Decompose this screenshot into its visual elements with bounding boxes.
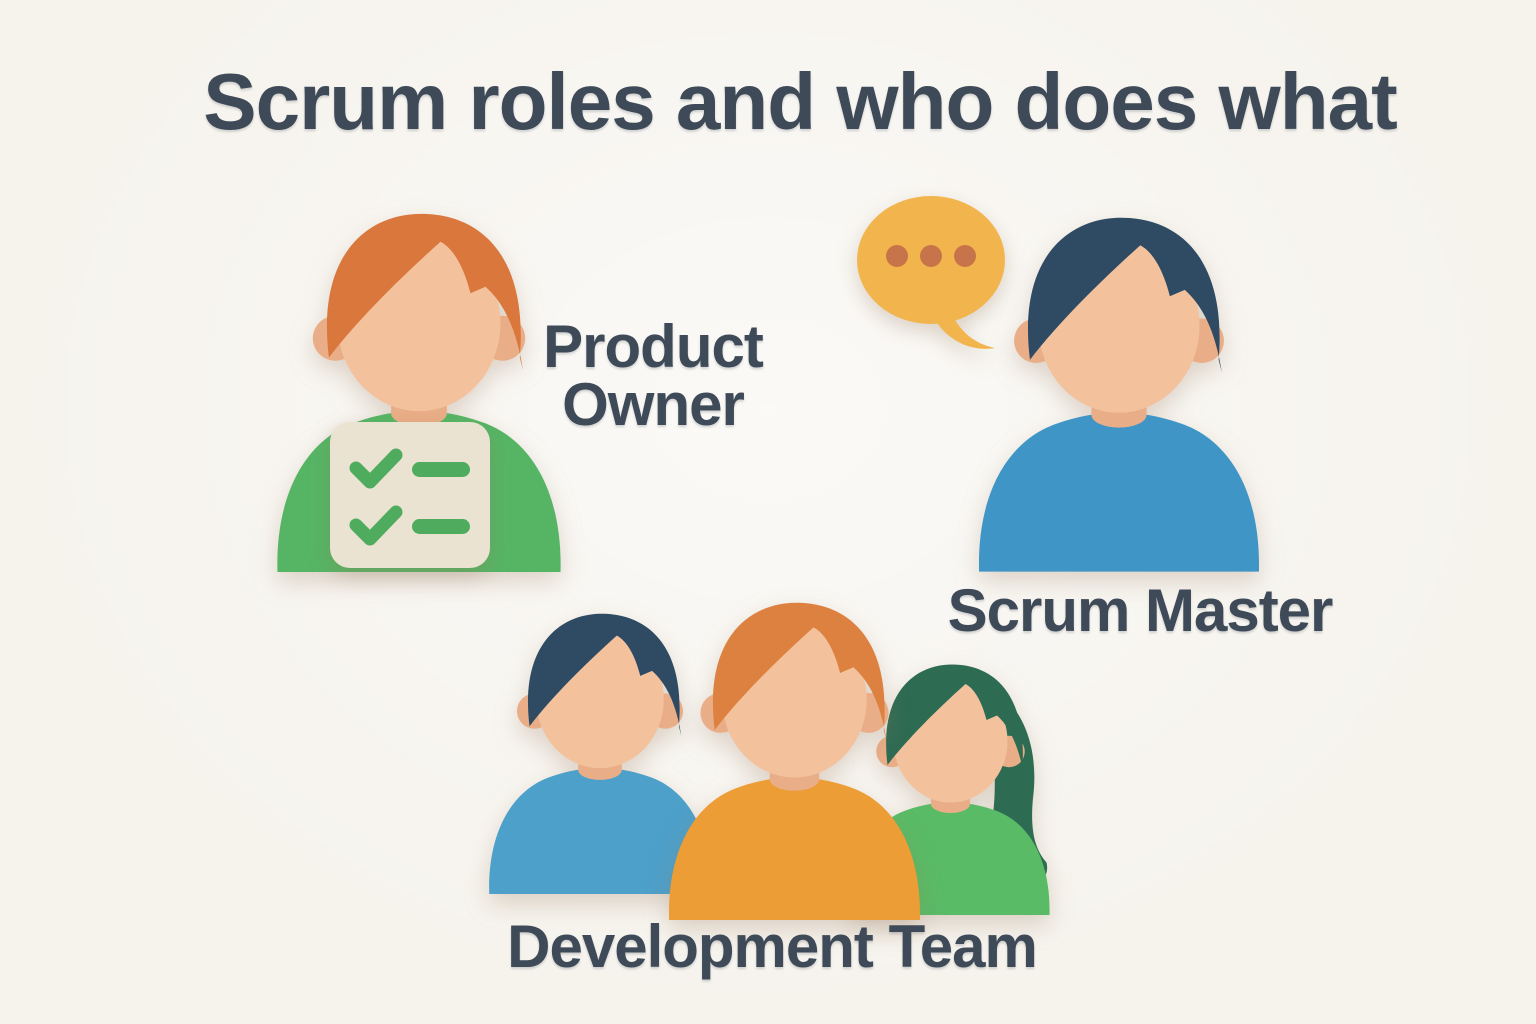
- speech-bubble-tail: [935, 308, 995, 349]
- checklist-card: [330, 422, 490, 568]
- bubble-dot-3: [954, 245, 976, 267]
- checklist-icon: [330, 422, 490, 568]
- product-owner-label: Product Owner: [503, 313, 803, 438]
- bubble-dot-2: [920, 245, 942, 267]
- checkmark-1: [349, 448, 403, 489]
- checkmark-2: [349, 505, 403, 546]
- page-title: Scrum roles and who does what: [203, 57, 1397, 146]
- speech-bubble-icon: [857, 196, 1005, 349]
- task-bar-2: [412, 519, 470, 534]
- product-owner-label-line1: Product: [543, 313, 764, 380]
- scrum-master-icon: [960, 190, 1278, 572]
- scrum-master-label: Scrum Master: [947, 577, 1334, 644]
- bubble-dot-1: [886, 245, 908, 267]
- task-bar-1: [412, 462, 470, 477]
- development-team-label: Development Team: [507, 913, 1038, 980]
- product-owner-label-line2: Owner: [562, 371, 745, 438]
- developer-2-icon: [652, 578, 937, 920]
